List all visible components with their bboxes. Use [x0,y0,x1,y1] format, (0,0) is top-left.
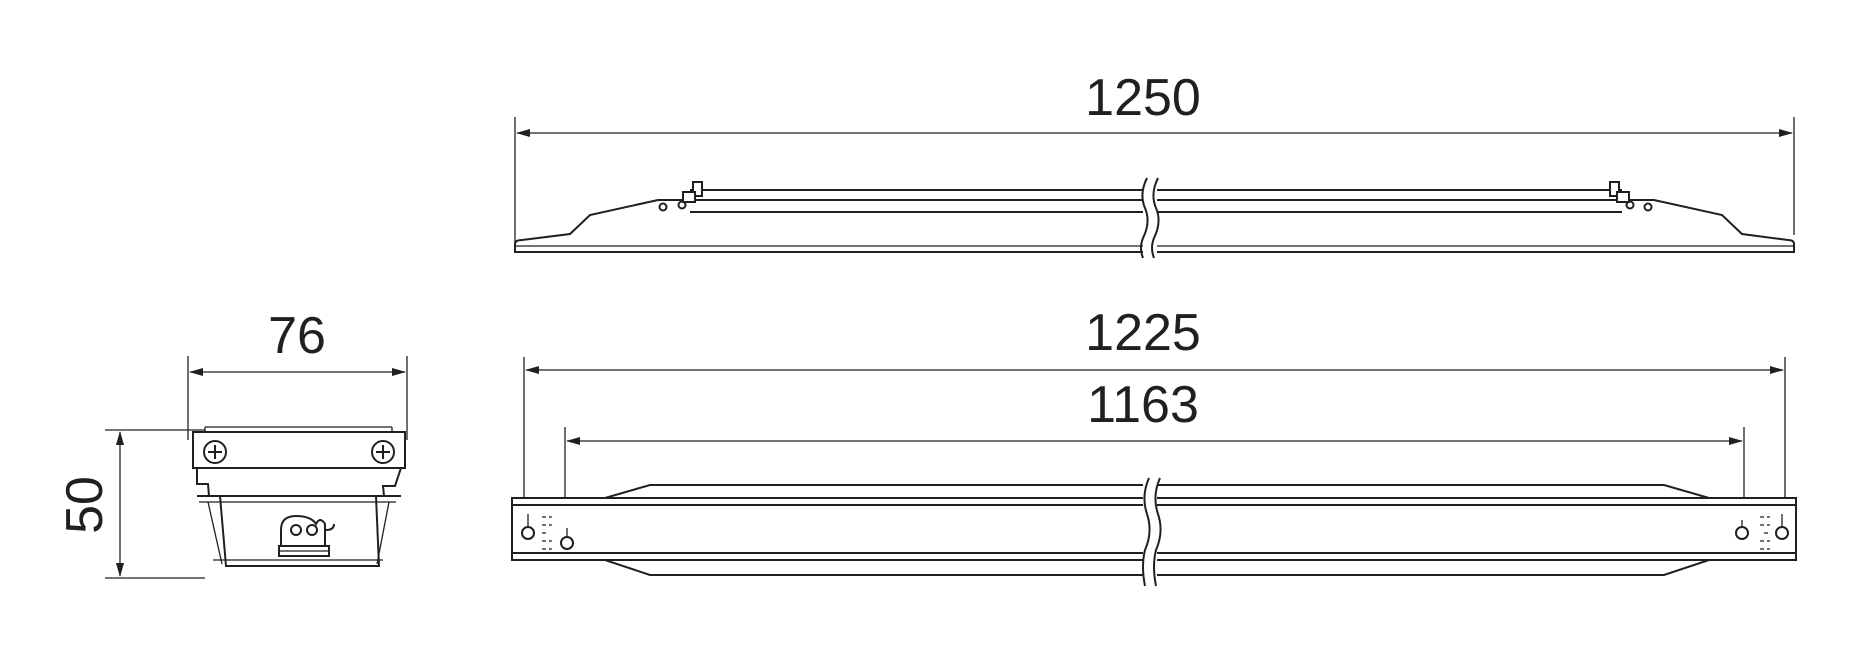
length-dimension-label: 1250 [1085,69,1201,127]
width-dimension-label: 76 [268,307,326,365]
mounting-dimension-label: 1163 [1087,376,1199,434]
screw-icon [203,440,227,464]
mounting-hole [1760,514,1789,550]
end-view: 76 50 [56,307,408,579]
end-clip [658,181,703,212]
profile-view: 1250 [514,69,1795,260]
plan-view: 1225 1163 [511,304,1797,588]
height-dimension-label: 50 [56,476,114,534]
mounting-hole [560,528,574,550]
mounting-hole [521,514,552,550]
end-clip [1609,181,1653,212]
overall-dimension-label: 1225 [1085,304,1201,362]
screw-icon [371,440,395,464]
mounting-hole [1735,520,1749,540]
lamp-holder [278,514,335,557]
